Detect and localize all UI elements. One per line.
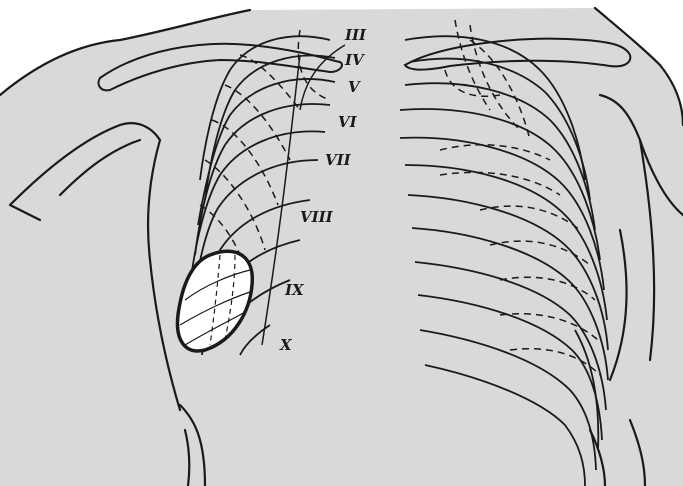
- rib-label-x: X: [279, 336, 293, 354]
- rib-label-ix: IX: [284, 281, 305, 299]
- rib-label-vi: VI: [338, 113, 358, 131]
- torso-silhouette: [0, 8, 683, 486]
- rib-label-iv: IV: [344, 51, 365, 69]
- rib-label-iii: III: [344, 26, 367, 44]
- rib-label-v: V: [348, 78, 361, 96]
- rib-label-viii: VIII: [300, 208, 334, 226]
- rib-label-vii: VII: [325, 151, 352, 169]
